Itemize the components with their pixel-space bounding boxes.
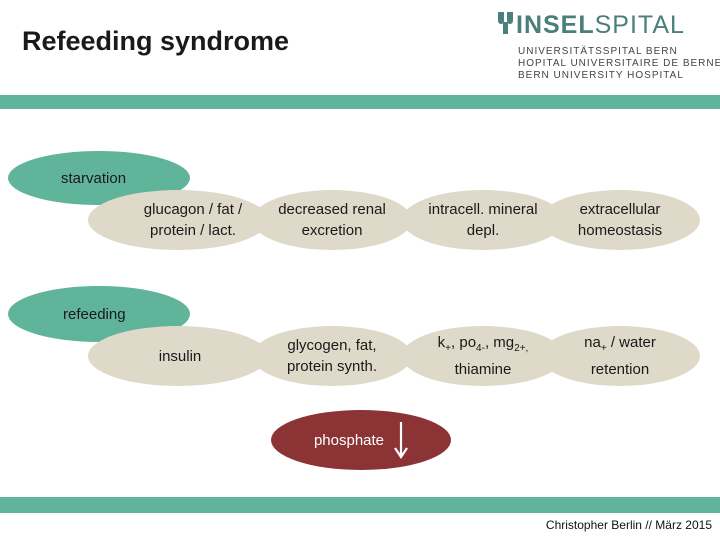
refeeding-step-4-text: na+ / water retention [565,332,675,380]
starvation-step-1-text: glucagon / fat / protein / lact. [143,201,243,239]
na-ion: na [584,334,601,351]
starvation-ellipse: starvation [8,151,190,205]
logo-line-1: UNIVERSITÄTSSPITAL BERN [518,46,678,57]
refeeding-label: refeeding [63,305,126,323]
thiamine-text: thiamine [454,361,512,378]
starvation-step-1: glucagon / fat / protein / lact. [88,190,268,250]
slide-title: Refeeding syndrome [22,26,290,56]
po-ion-charge: 4- [476,343,485,354]
starvation-step-2-text: decreased renal excretion [278,201,386,239]
starvation-step-2: decreased renal excretion [252,190,412,250]
logo-line-2: HOPITAL UNIVERSITAIRE DE BERNE [518,58,720,69]
starvation-step-3: intracell. mineral depl. [402,190,564,250]
refeeding-step-4: na+ / water retention [540,326,700,386]
logo-name-bold: INSEL [516,11,595,39]
refeeding-step-1: insulin [88,326,268,386]
starvation-step-3-text: intracell. mineral depl. [428,201,538,239]
k-ion-charge: + [445,343,452,354]
refeeding-step-3-text: k+, po4-, mg2+, thiamine [413,332,553,380]
logo-line-3: BERN UNIVERSITY HOSPITAL [518,70,684,81]
phosphate-ellipse: phosphate [271,410,451,470]
refeeding-step-1-text: insulin [158,347,202,365]
top-band [0,95,720,109]
phosphate-label: phosphate [313,431,385,449]
na-ion-charge: + [600,343,607,354]
refeeding-step-2: glycogen, fat, protein synth. [252,326,412,386]
starvation-step-4: extracellular homeostasis [540,190,700,250]
logo-name-light: SPITAL [594,11,685,39]
water-retention-text: / water retention [590,334,656,378]
refeeding-step-3: k+, po4-, mg2+, thiamine [402,326,564,386]
inselspital-logo: INSELSPITAL UNIVERSITÄTSSPITAL BERN HOPI… [496,10,720,82]
refeeding-step-2-text: glycogen, fat, protein synth. [286,337,378,375]
logo-name: INSELSPITAL [516,12,685,38]
starvation-label: starvation [61,169,127,187]
mg-ion: , mg [484,334,515,351]
mg-ion-charge: 2+, [514,343,529,354]
po-ion: , po [451,334,477,351]
bottom-band [0,497,720,513]
down-arrow-icon [394,422,408,459]
inselspital-mark-icon [498,12,513,34]
k-ion: k [437,334,446,351]
starvation-step-4-text: extracellular homeostasis [577,201,663,239]
footer-author-date: Christopher Berlin // März 2015 [545,518,712,532]
